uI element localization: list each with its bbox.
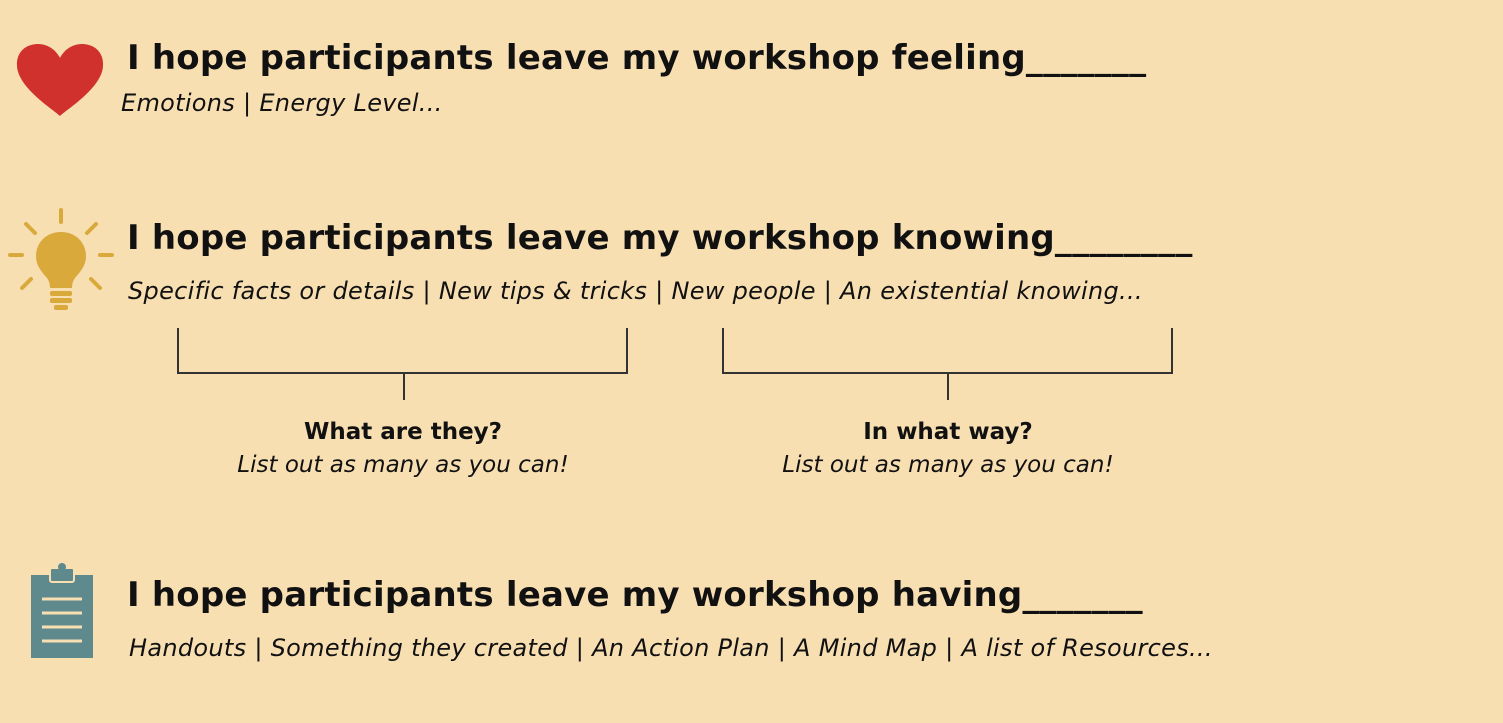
left-bracket bbox=[177, 328, 628, 374]
lightbulb-icon bbox=[8, 208, 114, 312]
left-bracket-stem bbox=[403, 374, 405, 400]
prompt-hint: List out as many as you can! bbox=[237, 452, 569, 478]
having-examples: Handouts | Something they created | An A… bbox=[129, 634, 1213, 662]
clipboard-icon bbox=[30, 563, 94, 659]
feeling-heading: I hope participants leave my workshop fe… bbox=[127, 38, 1147, 78]
prompt-question: What are they? bbox=[303, 419, 503, 445]
prompt-in-what-way: In what way? List out as many as you can… bbox=[738, 416, 1158, 482]
right-bracket-stem bbox=[947, 374, 949, 400]
knowing-heading: I hope participants leave my workshop kn… bbox=[127, 218, 1193, 258]
right-bracket bbox=[722, 328, 1173, 374]
prompt-hint: List out as many as you can! bbox=[782, 452, 1114, 478]
feeling-examples: Emotions | Energy Level... bbox=[121, 89, 443, 117]
having-heading: I hope participants leave my workshop ha… bbox=[127, 575, 1143, 615]
prompt-question: In what way? bbox=[863, 419, 1033, 445]
heart-icon bbox=[14, 42, 106, 118]
knowing-examples: Specific facts or details | New tips & t… bbox=[128, 277, 1143, 305]
prompt-what-are-they: What are they? List out as many as you c… bbox=[193, 416, 613, 482]
